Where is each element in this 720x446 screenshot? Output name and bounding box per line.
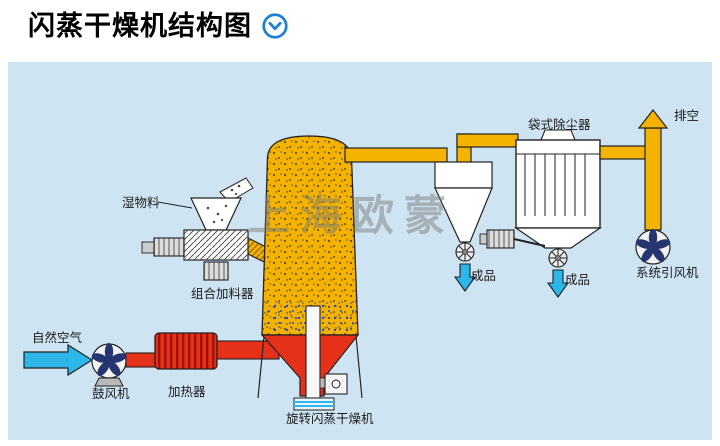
bag-dust-collector — [514, 129, 602, 249]
cyclone-separator — [434, 161, 493, 243]
page-header: 闪蒸干燥机结构图 — [28, 10, 288, 42]
label-system-fan: 系统引风机 — [636, 266, 699, 280]
label-exhaust: 排空 — [674, 109, 699, 123]
watermark: 上海欧蒙 — [248, 192, 456, 239]
flash-dryer-diagram: 上海欧蒙 湿物料 组合加料器 自然空气 鼓风机 加热器 旋转闪蒸干燥机 袋式除尘… — [8, 62, 712, 440]
exhaust-arrow-icon — [637, 109, 669, 129]
feeder-motor — [153, 237, 185, 257]
drive-motor — [324, 373, 348, 395]
chevron-down-icon[interactable] — [262, 13, 288, 39]
blower-fan — [89, 342, 129, 387]
page-title: 闪蒸干燥机结构图 — [28, 11, 252, 41]
combined-feeder — [141, 229, 249, 281]
flash-dryer-tower — [257, 135, 363, 411]
feeder-gearbox — [203, 261, 229, 281]
label-natural-air: 自然空气 — [32, 330, 83, 345]
label-wet-material: 湿物料 — [122, 195, 160, 210]
baghouse-discharge-motor — [479, 229, 546, 249]
exhaust-stack — [599, 109, 669, 231]
label-bag-dust-collector: 袋式除尘器 — [528, 117, 591, 132]
agitator-shaft — [305, 305, 321, 399]
tower-base — [293, 397, 335, 411]
label-blower: 鼓风机 — [92, 387, 130, 401]
diagram-canvas: 上海欧蒙 湿物料 组合加料器 自然空气 鼓风机 加热器 旋转闪蒸干燥机 袋式除尘… — [8, 62, 712, 440]
label-product-baghouse: 成品 — [565, 273, 590, 287]
blower-to-heater-pipe — [125, 352, 157, 368]
label-heater: 加热器 — [168, 385, 206, 399]
label-rotary-flash-dryer: 旋转闪蒸干燥机 — [286, 411, 374, 426]
heater-unit — [154, 332, 218, 370]
label-product-cyclone: 成品 — [471, 269, 496, 283]
outlet-piping — [344, 133, 519, 165]
label-combined-feeder: 组合加料器 — [191, 286, 254, 301]
air-inlet-arrow — [23, 343, 94, 377]
